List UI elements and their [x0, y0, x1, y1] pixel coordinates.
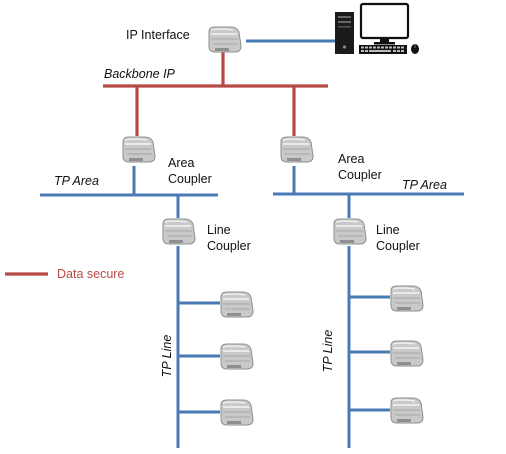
desktop-computer-icon: [335, 2, 419, 54]
line-coupler-right-icon: [333, 218, 367, 245]
area-coupler-left-icon: [122, 136, 156, 163]
area-coupler-left-label-line1: Area: [168, 156, 195, 170]
left-line-device-3-icon: [220, 399, 254, 426]
left-line-device-1-icon: [220, 291, 254, 318]
legend-data-secure-label: Data secure: [57, 267, 125, 281]
tp-line-left-label: TP Line: [160, 334, 174, 378]
ip-interface-label: IP Interface: [126, 28, 190, 42]
line-coupler-left-icon: [162, 218, 196, 245]
line-coupler-left-label-line2: Coupler: [207, 239, 251, 253]
line-coupler-right-label-line2: Coupler: [376, 239, 420, 253]
right-line-device-2-icon: [390, 340, 424, 367]
backbone-ip-label: Backbone IP: [104, 67, 175, 81]
left-line-device-2-icon: [220, 343, 254, 370]
tp-line-right-label: TP Line: [321, 329, 335, 373]
right-line-device-1-icon: [390, 285, 424, 312]
area-coupler-right-label-line2: Coupler: [338, 168, 382, 182]
tp-area-left-label: TP Area: [54, 174, 99, 188]
line-coupler-left-label-line1: Line: [207, 223, 231, 237]
tp-connections: [40, 39, 464, 448]
line-coupler-right-label-line1: Line: [376, 223, 400, 237]
area-coupler-right-icon: [280, 136, 314, 163]
tp-area-right-label: TP Area: [402, 178, 447, 192]
area-coupler-right-label-line1: Area: [338, 152, 365, 166]
secure-connections: [5, 52, 328, 276]
right-line-device-3-icon: [390, 397, 424, 424]
ip-interface-device-icon: [208, 26, 242, 53]
area-coupler-left-label-line2: Coupler: [168, 172, 212, 186]
